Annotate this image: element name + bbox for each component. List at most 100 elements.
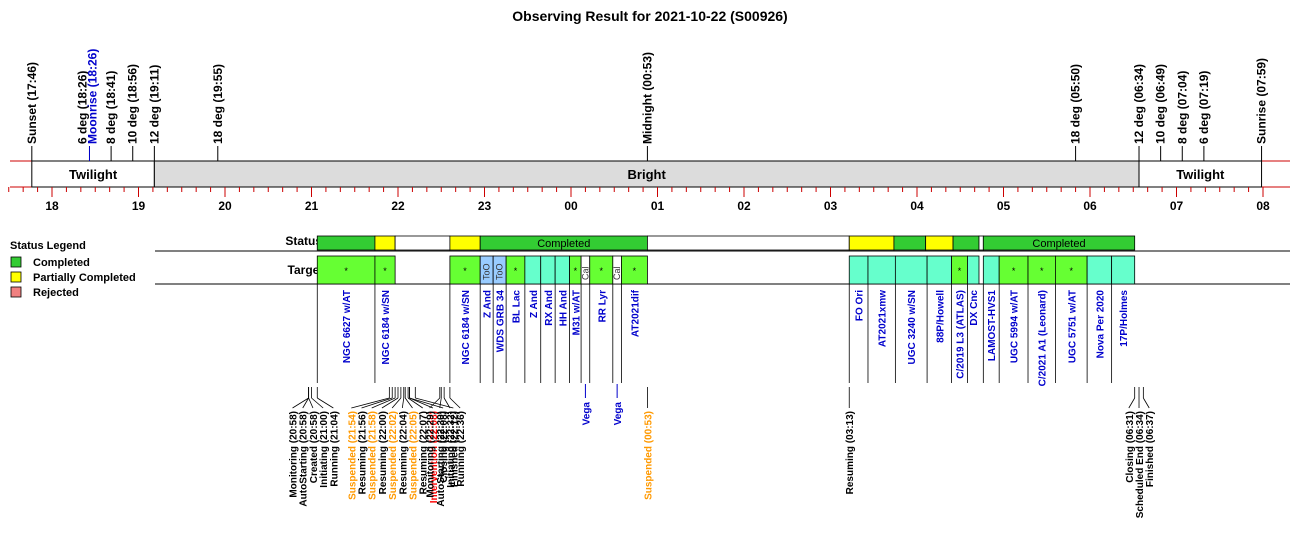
target-block	[374, 255, 396, 285]
hour-tick-label: 03	[824, 199, 838, 213]
target-name: DX Cnc	[969, 290, 980, 326]
target-name: 17P/Holmes	[1119, 290, 1130, 347]
event-label: Resuming (22:07)	[419, 411, 430, 494]
target-name: Z And	[529, 290, 540, 318]
target-name: HH And	[558, 290, 569, 326]
target-name: RX And	[544, 290, 555, 326]
event-label: Initiating (22:32)	[446, 411, 457, 488]
status-block	[848, 235, 895, 251]
sky-period-label: Twilight	[1176, 167, 1225, 182]
target-mark: *	[633, 266, 637, 276]
target-block	[554, 255, 570, 285]
event-label: Suspended (00:53)	[643, 411, 654, 500]
event-leader	[361, 397, 393, 409]
hour-tick-label: 08	[1256, 199, 1270, 213]
event-label: Running (21:04)	[329, 411, 340, 487]
hour-tick-label: 01	[651, 199, 665, 213]
target-mark: *	[463, 266, 467, 276]
target-name: NGC 6627 w/AT	[342, 290, 353, 363]
event-leader	[439, 397, 442, 409]
twilight-event-label: 8 deg (07:04)	[1175, 71, 1189, 144]
legend-label: Partially Completed	[33, 272, 136, 284]
event-leader	[317, 397, 334, 409]
sky-period-label: Bright	[628, 167, 667, 182]
target-mark: *	[958, 266, 962, 276]
event-label: Finished (06:37)	[1145, 411, 1156, 487]
event-label: Monitoring (22:29)	[426, 411, 437, 498]
twilight-event-label: 10 deg (18:56)	[126, 64, 140, 144]
target-name: C/2019 L3 (ATLAS)	[956, 290, 967, 379]
status-block	[952, 235, 980, 251]
target-name: UGC 3240 w/SN	[907, 290, 918, 364]
event-leader	[401, 397, 405, 409]
status-block	[647, 235, 850, 251]
legend-swatch	[10, 256, 22, 268]
status-block-label: Completed	[1032, 238, 1085, 250]
event-label: Suspended (21:54)	[347, 411, 358, 500]
event-leader	[404, 397, 413, 409]
target-block	[926, 255, 953, 285]
event-leader	[302, 397, 309, 409]
event-leader	[1128, 397, 1136, 409]
target-mark: *	[344, 266, 348, 276]
hour-tick-label: 00	[564, 199, 578, 213]
target-mark: *	[514, 266, 518, 276]
twilight-event-label: 8 deg (18:41)	[104, 71, 118, 144]
calibration-label: Vega	[581, 402, 592, 426]
chart-title: Observing Result for 2021-10-22 (S00926)	[512, 8, 787, 24]
target-block	[998, 255, 1029, 285]
target-mark: *	[600, 266, 604, 276]
hour-tick-label: 05	[997, 199, 1011, 213]
event-label: Resuming (22:00)	[378, 411, 389, 494]
event-label: Suspended (22:02)	[388, 411, 399, 500]
event-label: Resuming (22:04)	[398, 411, 409, 494]
target-name: AT2021dif	[630, 289, 641, 337]
twilight-event-label: Sunset (17:46)	[25, 62, 39, 144]
legend-label: Rejected	[33, 287, 79, 299]
event-leader	[409, 397, 434, 409]
target-block	[867, 255, 896, 285]
target-mark: *	[1040, 266, 1044, 276]
event-leader	[351, 397, 390, 409]
sky-period-band	[1138, 160, 1263, 188]
event-label: Resuming (21:56)	[358, 411, 369, 494]
event-leader	[371, 397, 396, 409]
status-block	[394, 235, 451, 251]
event-leader	[311, 397, 324, 409]
event-leader	[409, 397, 444, 409]
target-name: UGC 5751 w/AT	[1067, 290, 1078, 363]
hour-tick-label: 06	[1083, 199, 1097, 213]
event-leader	[391, 397, 402, 409]
legend-label: Completed	[33, 257, 90, 269]
hour-tick-label: 22	[391, 199, 405, 213]
twilight-event-label: 18 deg (05:50)	[1069, 64, 1083, 144]
target-name: C/2021 A1 (Leonard)	[1038, 290, 1049, 386]
event-leader	[407, 397, 423, 409]
twilight-event-label: 6 deg (18:26)	[75, 71, 89, 144]
event-label: Running (22:36)	[456, 411, 467, 487]
legend-swatch	[10, 271, 22, 283]
event-leader	[292, 397, 309, 409]
legend-title: Status Legend	[10, 240, 86, 252]
status-block	[374, 235, 396, 251]
status-block	[449, 235, 481, 251]
target-name: LAMOST-HVS1	[987, 290, 998, 362]
event-leader	[429, 397, 441, 409]
twilight-event-label: 12 deg (06:34)	[1132, 64, 1146, 144]
twilight-event-label: 18 deg (19:55)	[211, 64, 225, 144]
status-row-label: Status	[285, 234, 322, 248]
target-mark: ToO	[495, 263, 505, 280]
twilight-event-label: 10 deg (06:49)	[1154, 64, 1168, 144]
target-name: Z And	[483, 290, 494, 318]
target-name: BL Lac	[511, 290, 522, 324]
hour-tick-label: 07	[1170, 199, 1184, 213]
target-mark: Cal	[580, 266, 590, 280]
event-label: Closing (22:08)	[439, 411, 450, 483]
event-label: Finished (22:12)	[449, 411, 460, 487]
target-name: Nova Per 2020	[1095, 290, 1106, 359]
hour-tick-label: 21	[305, 199, 319, 213]
target-block	[621, 255, 648, 285]
